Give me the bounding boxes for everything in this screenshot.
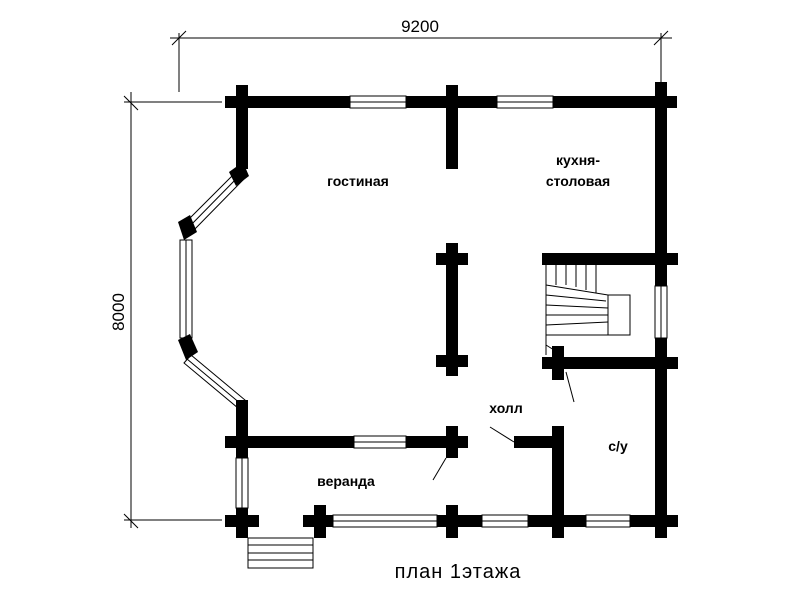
walls bbox=[178, 82, 678, 538]
door-veranda-hall bbox=[432, 457, 447, 481]
room-label-kitchen-line2: столовая bbox=[546, 173, 610, 189]
door-stair-hall bbox=[565, 371, 575, 403]
door-hall-bath bbox=[489, 426, 515, 443]
height-dimension-label: 8000 bbox=[109, 293, 128, 331]
doors bbox=[432, 371, 575, 481]
room-label-veranda: веранда bbox=[317, 473, 375, 489]
width-dimension-label: 9200 bbox=[401, 17, 439, 36]
room-label-hall: холл bbox=[489, 400, 522, 416]
dimension-tick bbox=[653, 30, 669, 46]
entrance-steps bbox=[247, 537, 314, 569]
windows bbox=[179, 95, 668, 528]
dimension-tick bbox=[123, 513, 139, 529]
room-labels: гостиная кухня- столовая холл веранда с/… bbox=[317, 152, 628, 489]
dimension-tick bbox=[123, 95, 139, 111]
plan-caption: план 1этажа bbox=[395, 561, 522, 583]
width-dimension: 9200 bbox=[170, 17, 672, 92]
room-label-bathroom: с/у bbox=[608, 438, 628, 454]
room-label-kitchen-line1: кухня- bbox=[556, 152, 600, 168]
dimension-tick bbox=[171, 30, 187, 46]
staircase bbox=[545, 265, 631, 356]
room-label-living: гостиная bbox=[327, 173, 389, 189]
height-dimension: 8000 bbox=[109, 92, 222, 529]
